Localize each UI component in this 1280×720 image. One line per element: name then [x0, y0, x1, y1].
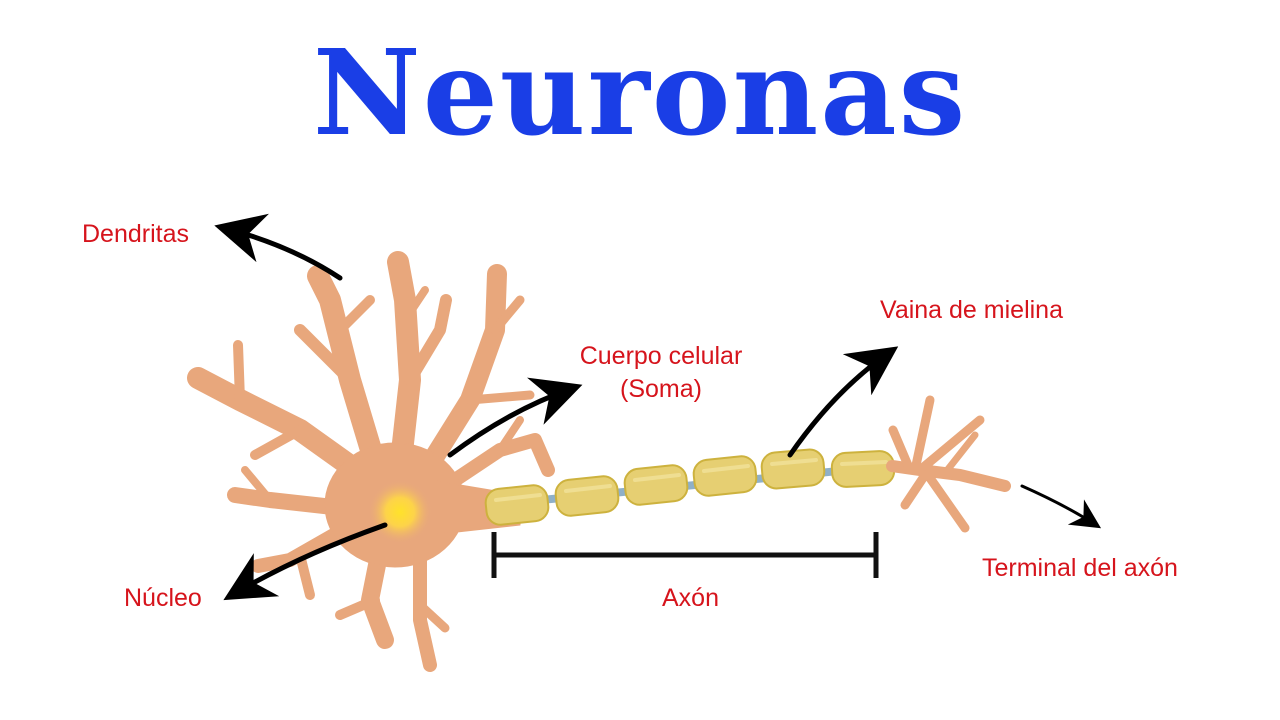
- nucleo-arrow: [223, 522, 388, 601]
- label-axon: Axón: [662, 584, 719, 612]
- cell-body: [187, 251, 555, 672]
- dendritas-arrow: [214, 213, 343, 281]
- label-dendritas: Dendritas: [82, 220, 189, 248]
- terminal-arrow: [1020, 484, 1102, 529]
- dendrite: [307, 265, 391, 491]
- dendrite: [433, 433, 555, 497]
- label-cuerpo-celular-line1: Cuerpo celular: [579, 342, 743, 370]
- label-nucleo: Núcleo: [124, 584, 202, 612]
- diagram-title: Neuronas: [312, 23, 968, 162]
- myelin-segment: [484, 484, 550, 526]
- axon-terminal: [886, 395, 1011, 533]
- dendrite: [410, 264, 507, 490]
- axon-bracket: [491, 532, 879, 578]
- myelin-segment: [554, 475, 620, 517]
- dendrite: [413, 543, 437, 672]
- label-terminal: Terminal del axón: [982, 554, 1178, 582]
- label-cuerpo-celular-line2: (Soma): [620, 374, 702, 403]
- cuerpo-celular-arrow: [447, 377, 583, 458]
- vaina-arrow: [787, 346, 899, 458]
- label-cuerpo-celular: Cuerpo celular (Soma): [566, 340, 756, 405]
- dendrite: [187, 367, 381, 491]
- myelin-segment: [623, 464, 689, 506]
- myelin-segment: [830, 450, 896, 488]
- label-vaina: Vaina de mielina: [880, 296, 1063, 324]
- myelin-segment: [692, 455, 758, 497]
- nucleus: [368, 480, 432, 544]
- dendrite: [387, 251, 421, 481]
